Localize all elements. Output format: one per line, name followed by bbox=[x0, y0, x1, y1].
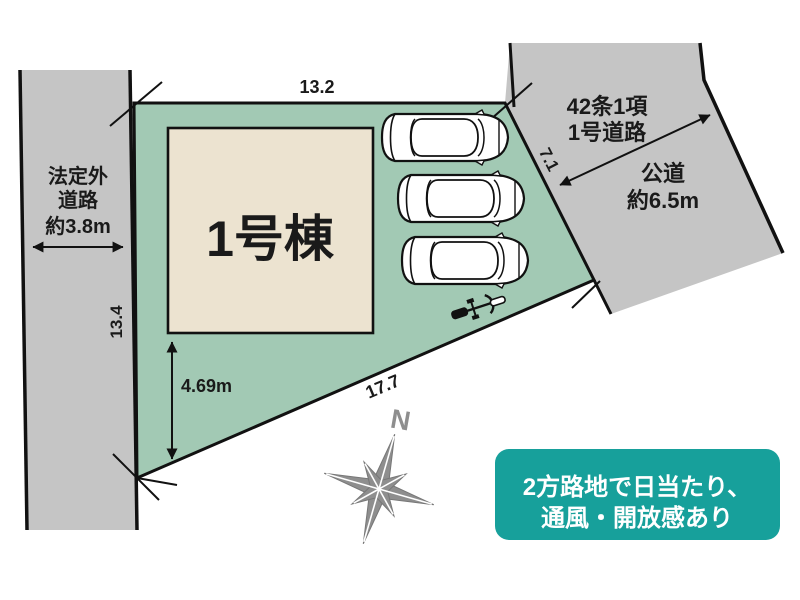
left-road-label-1: 法定外 bbox=[48, 164, 108, 188]
left-road-label-3: 約3.8m bbox=[45, 214, 111, 238]
left-road-label-2: 道路 bbox=[58, 188, 99, 212]
callout-line-2: 通風・開放感あり bbox=[541, 504, 733, 532]
right-road-right-edge bbox=[698, 42, 785, 254]
building bbox=[166, 126, 375, 335]
left-road-left-edge bbox=[18, 69, 29, 531]
building-label: 1号棟 bbox=[206, 211, 335, 267]
dim-left: 13.4 bbox=[107, 305, 126, 339]
right-road-label-4: 約6.5m bbox=[627, 188, 699, 213]
right-road-label-1: 42条1項 bbox=[567, 94, 649, 119]
car-icon bbox=[380, 108, 510, 167]
right-road-width-arrow bbox=[559, 114, 711, 186]
lot-right-edge-extension bbox=[592, 279, 613, 315]
car-icon bbox=[400, 231, 530, 290]
car-icon bbox=[396, 169, 526, 228]
right-road-label-3: 公道 bbox=[641, 161, 685, 186]
right-road-left-edge bbox=[508, 42, 516, 108]
dim-building-offset: 4.69m bbox=[181, 376, 232, 396]
compass-rose-icon bbox=[323, 433, 435, 545]
right-road-label-2: 1号道路 bbox=[568, 120, 647, 145]
north-label: N bbox=[388, 404, 412, 437]
left-road-area bbox=[20, 70, 137, 530]
dim-top: 13.2 bbox=[299, 77, 334, 97]
callout-line-1: 2方路地で日当たり、 bbox=[523, 473, 751, 501]
callout-box bbox=[495, 449, 780, 540]
dimension-ticks bbox=[109, 81, 601, 501]
